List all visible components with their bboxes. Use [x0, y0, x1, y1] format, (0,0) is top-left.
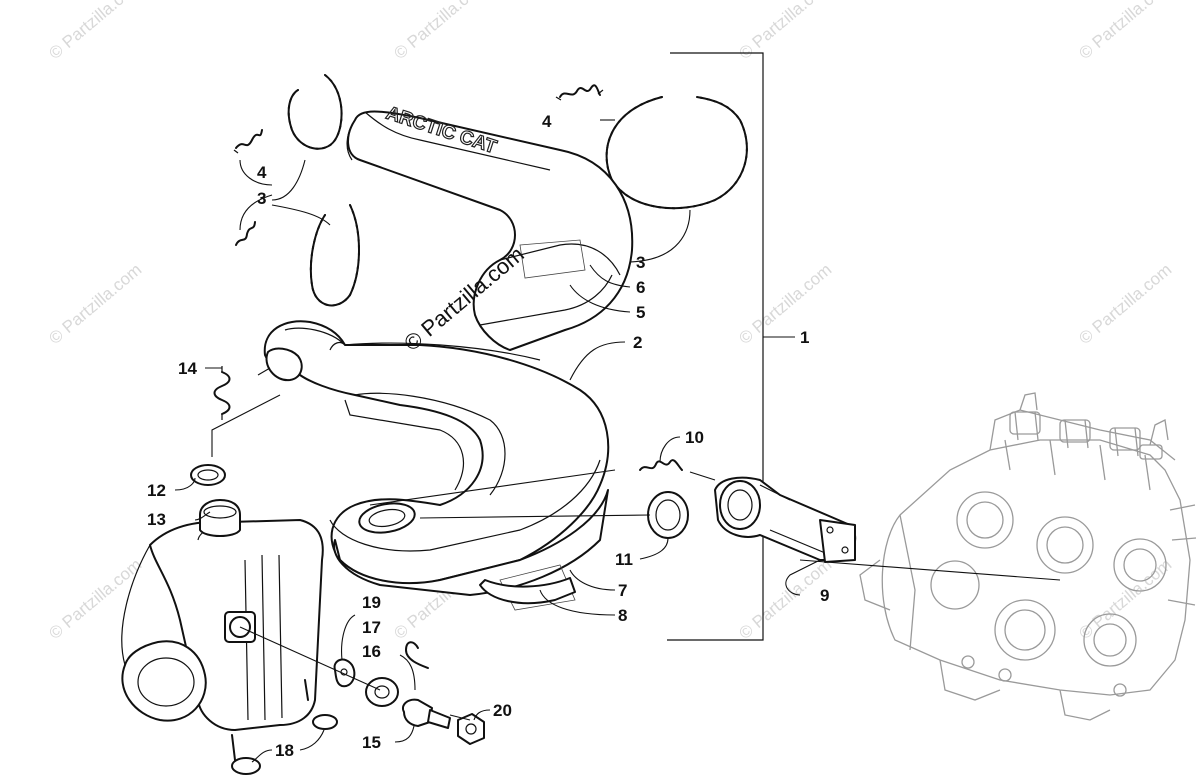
callout-2: 2	[633, 333, 642, 352]
rubber-mounts-18	[231, 714, 338, 775]
assembly-bracket	[667, 52, 795, 641]
callout-3-left: 3	[257, 189, 266, 208]
grommet-16	[365, 677, 399, 707]
callout-13: 13	[147, 510, 166, 529]
lower-shield	[479, 577, 576, 605]
watermark-tile: © Partzilla.com	[1075, 260, 1175, 348]
watermark-tile: © Partzilla.com	[1075, 0, 1175, 63]
watermark-tile: © Partzilla.com	[1075, 555, 1175, 643]
leader-lines	[174, 119, 1061, 763]
muffler	[121, 499, 324, 761]
expansion-chamber-pipe	[263, 320, 610, 611]
watermark-tile: © Partzilla.com	[390, 0, 490, 63]
callout-12: 12	[147, 481, 166, 500]
callout-15: 15	[362, 733, 381, 752]
seal-ring-11	[647, 491, 689, 539]
watermark-tile: © Partzilla.com	[45, 555, 145, 643]
gasket-12	[190, 464, 226, 486]
washer-19	[333, 658, 356, 688]
callout-7: 7	[618, 581, 627, 600]
pin-15	[402, 698, 451, 729]
callout-14: 14	[178, 359, 197, 378]
callout-19: 19	[362, 593, 381, 612]
callout-20: 20	[493, 701, 512, 720]
callout-labels: 1 2 3 3 4 4 5 6 7 8 9 10 11 12 13 14 15 …	[147, 112, 829, 760]
callout-6: 6	[636, 278, 645, 297]
callout-11: 11	[615, 550, 633, 569]
watermark-tile: © Partzilla.com	[45, 260, 145, 348]
clamp-band-top-right	[605, 96, 748, 210]
callout-3-right: 3	[636, 253, 645, 272]
exhaust-manifold-9	[714, 476, 857, 563]
clamp-band-left-upper	[287, 74, 343, 150]
engine-ghost-illustration	[859, 392, 1197, 721]
callout-4-top: 4	[542, 112, 552, 131]
clamp-band-left-lower	[309, 204, 360, 307]
nut-20	[457, 713, 485, 745]
callout-16: 16	[362, 642, 381, 661]
callout-18: 18	[275, 741, 294, 760]
spring-10	[639, 459, 683, 471]
spring-4-left-lower	[235, 221, 256, 246]
spring-4-left-upper	[233, 129, 263, 154]
callout-17: 17	[362, 618, 381, 637]
watermark-tile: © Partzilla.com	[735, 0, 835, 63]
cotter-pin-17	[405, 641, 429, 669]
callout-4-left: 4	[257, 163, 267, 182]
callout-8: 8	[618, 606, 627, 625]
callout-5: 5	[636, 303, 645, 322]
spring-14	[213, 366, 231, 420]
spring-4-top	[555, 84, 604, 101]
heat-shield: ARCTIC CAT	[346, 102, 634, 351]
callout-1: 1	[800, 328, 809, 347]
watermark-tile: © Partzilla.com	[735, 260, 835, 348]
callout-9: 9	[820, 586, 829, 605]
watermark-tile: © Partzilla.com	[45, 0, 145, 63]
callout-10: 10	[685, 428, 704, 447]
